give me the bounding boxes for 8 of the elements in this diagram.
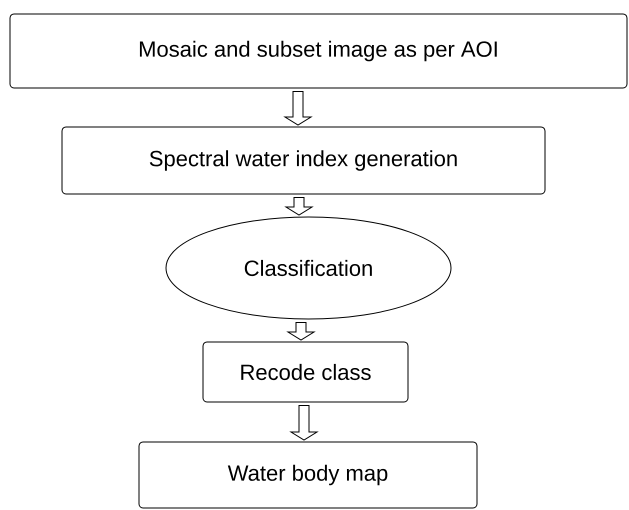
block-arrow xyxy=(284,197,314,216)
block-arrow xyxy=(289,405,319,441)
block-arrow xyxy=(286,322,316,341)
process-box: Water body map xyxy=(138,442,478,508)
process-box: Recode class xyxy=(202,342,408,402)
process-box: Mosaic and subset image as per AOI xyxy=(10,14,628,88)
block-arrow xyxy=(283,91,313,126)
process-box: Spectral water index generation xyxy=(62,126,546,194)
